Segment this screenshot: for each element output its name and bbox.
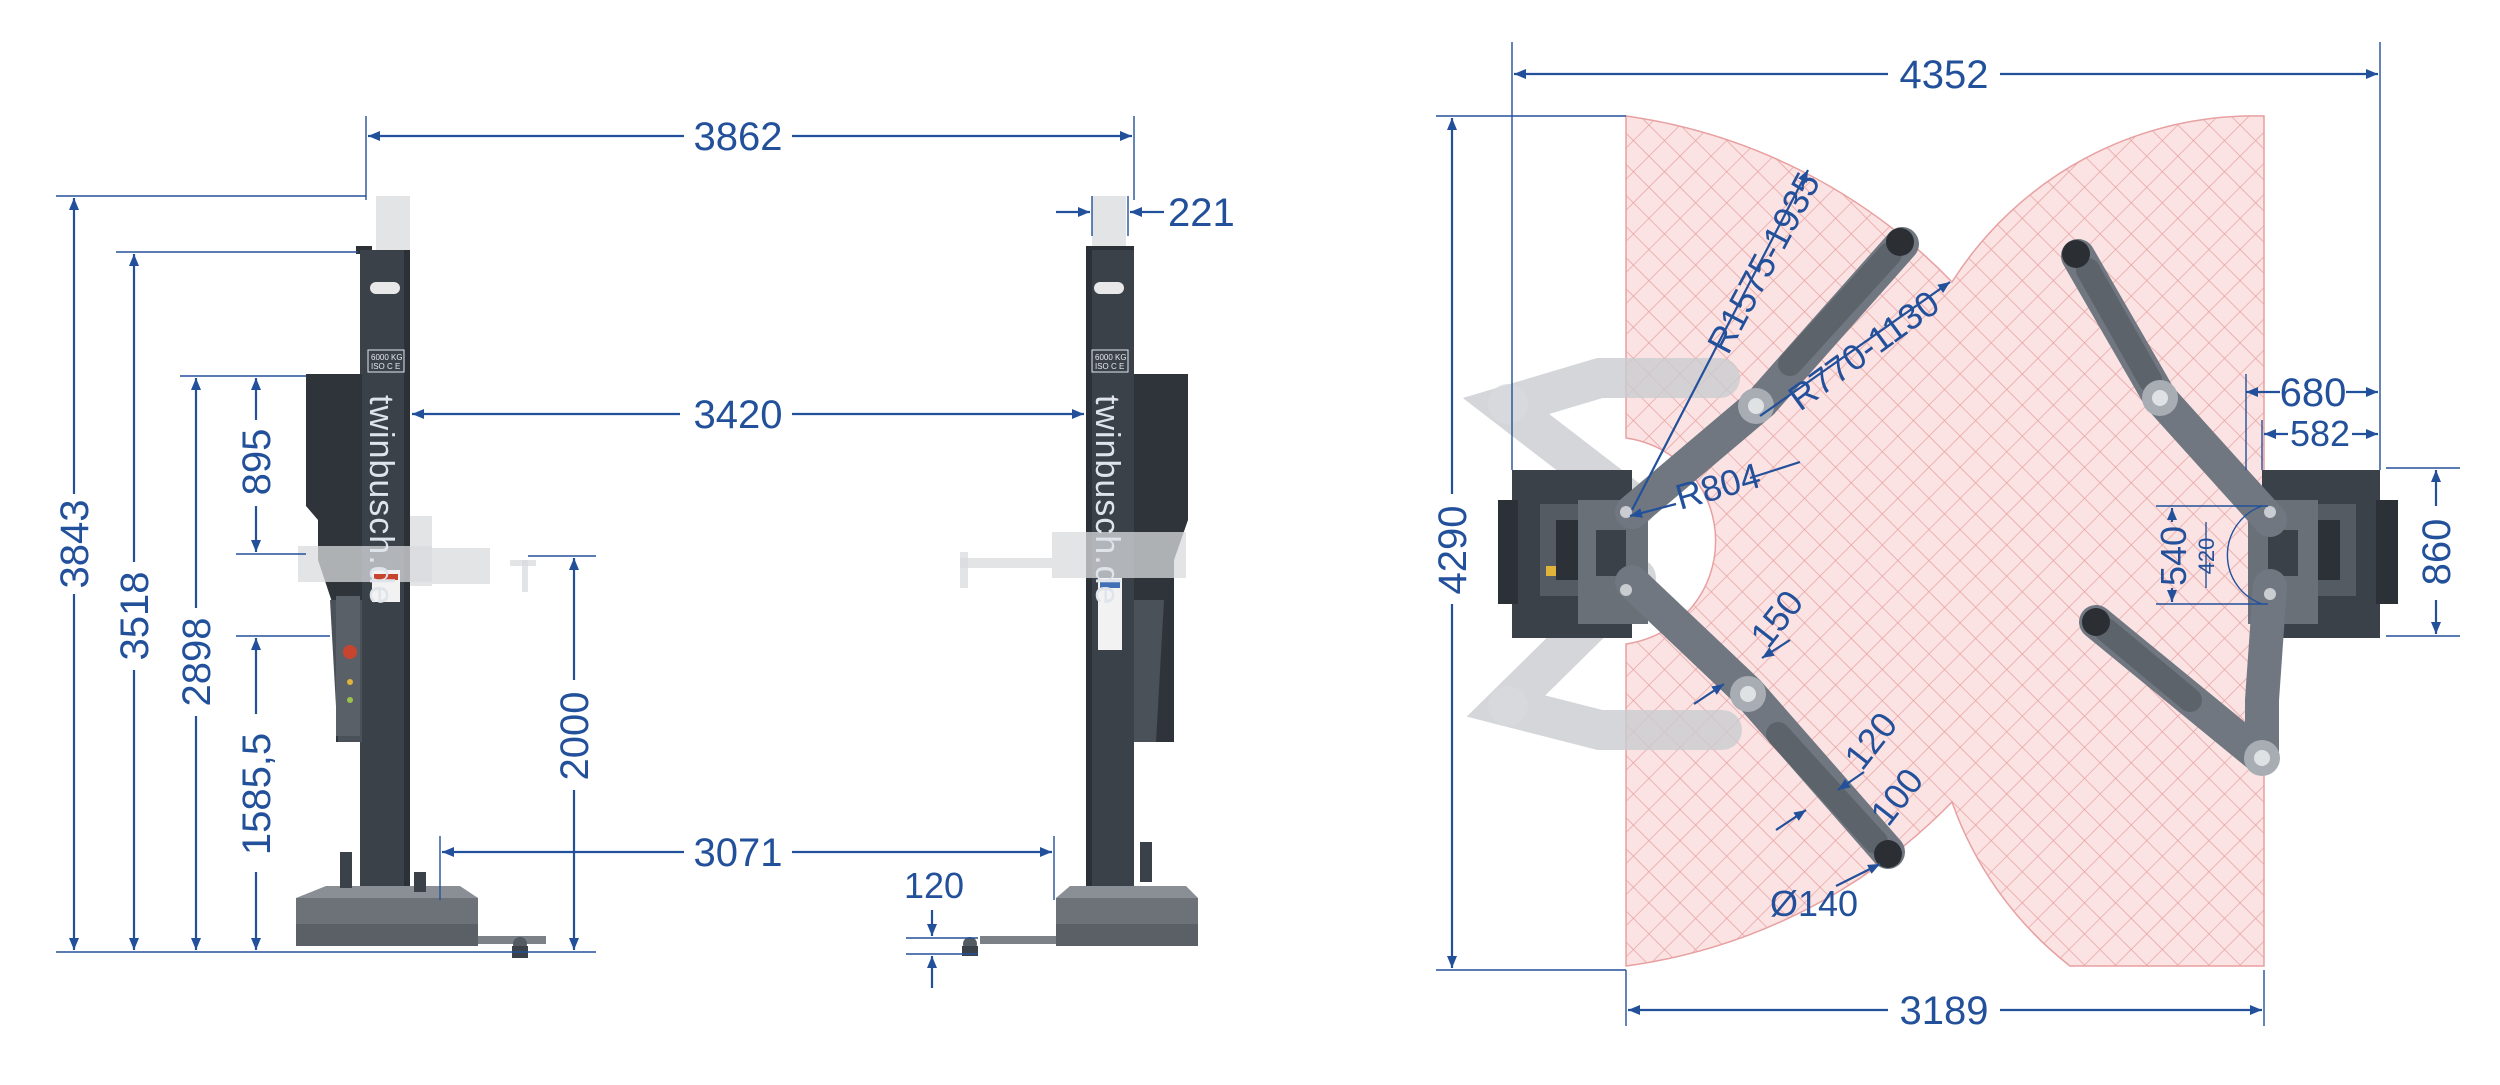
dim-column-base: 860 bbox=[2415, 519, 2459, 586]
right-arms bbox=[2061, 239, 2287, 776]
dim-carriage-height: 895 bbox=[235, 429, 279, 496]
dim-max-lift-height: 2898 bbox=[175, 618, 219, 707]
dim-column-offset-inner: 582 bbox=[2290, 413, 2350, 454]
dim-pad-span-outer: 540 bbox=[2153, 526, 2194, 586]
dim-column-offset-outer: 680 bbox=[2280, 371, 2347, 415]
left-arms bbox=[1615, 227, 1919, 869]
dim-top-overall-width: 4352 bbox=[1900, 53, 1989, 97]
side-view: 6000 KG ISO C E twinbusch.de bbox=[53, 115, 1235, 988]
right-logo-badge bbox=[1094, 282, 1124, 294]
dim-min-lift-height: 1585,5 bbox=[235, 733, 279, 855]
dim-floor-width: 3189 bbox=[1900, 989, 1989, 1033]
left-cert-plate: ISO C E bbox=[371, 362, 400, 371]
side-view-dimensions: 3862 221 3420 3071 3843 bbox=[53, 115, 1235, 988]
dim-drive-through: 3071 bbox=[694, 831, 783, 875]
dim-between-columns: 3420 bbox=[694, 393, 783, 437]
left-base bbox=[296, 898, 478, 928]
right-brand-label: twinbusch.de bbox=[1088, 395, 1126, 605]
dim-column-height: 3518 bbox=[113, 572, 157, 661]
top-view: 4352 4290 3189 680 582 bbox=[1431, 42, 2460, 1033]
left-column-extension bbox=[376, 196, 410, 250]
right-ghost-arm bbox=[1052, 532, 1186, 578]
right-column-extension bbox=[1092, 196, 1126, 250]
left-ghost-arms bbox=[1462, 358, 1742, 750]
left-brand-label: twinbusch.de bbox=[362, 395, 400, 605]
right-info-sticker bbox=[1098, 578, 1122, 650]
right-capacity-plate: 6000 KG bbox=[1095, 353, 1127, 362]
dim-overall-width: 3862 bbox=[694, 115, 783, 159]
dim-pad-span-inner: 420 bbox=[2194, 538, 2219, 575]
left-logo-badge bbox=[370, 282, 400, 294]
right-base bbox=[1056, 898, 1198, 928]
dim-pad-diameter: Ø140 bbox=[1770, 883, 1858, 924]
dim-column-depth: 221 bbox=[1168, 191, 1235, 235]
left-column-assembly: 6000 KG ISO C E twinbusch.de bbox=[296, 196, 546, 958]
left-control-box bbox=[336, 596, 360, 736]
dim-top-overall-depth: 4290 bbox=[1431, 506, 1475, 595]
right-cert-plate: ISO C E bbox=[1095, 362, 1124, 371]
emergency-stop-icon bbox=[343, 645, 357, 659]
left-column-base bbox=[1498, 470, 1648, 638]
dim-overall-height: 3843 bbox=[53, 500, 97, 589]
left-ghost-arm bbox=[298, 546, 432, 582]
dim-base-height: 120 bbox=[904, 865, 964, 906]
left-capacity-plate: 6000 KG bbox=[371, 353, 403, 362]
dim-arm-lift: 2000 bbox=[553, 692, 597, 781]
right-column-assembly: 6000 KG ISO C E twinbusch.de bbox=[960, 196, 1198, 956]
